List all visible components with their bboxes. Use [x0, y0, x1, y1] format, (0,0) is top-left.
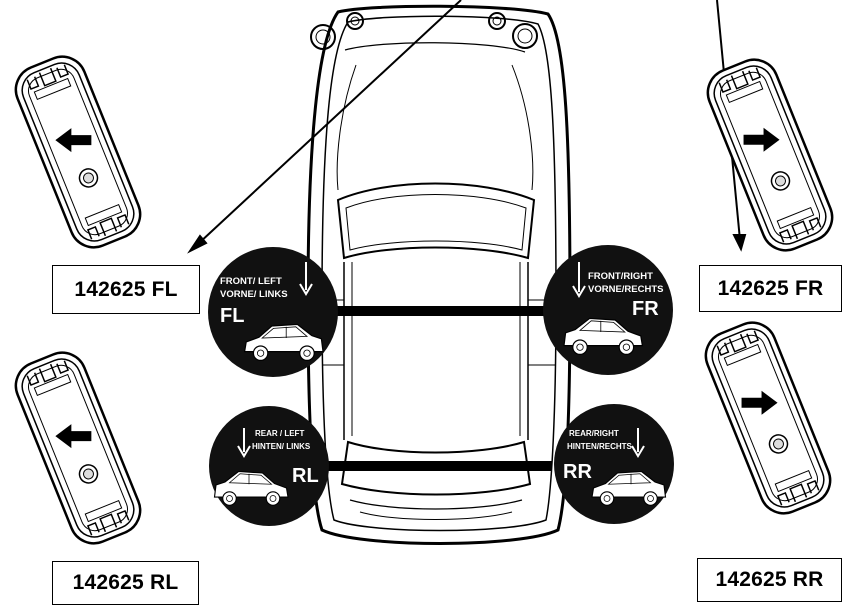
- badge-rear-left: REAR / LEFT HINTEN/ LINKS RL: [209, 406, 329, 526]
- part-label-rear-left: 142625 RL: [52, 561, 199, 605]
- bracket-front-left: [7, 48, 149, 256]
- badge-front-right: FRONT/RIGHT VORNE/RECHTS FR: [543, 245, 673, 375]
- badge-front-left: FRONT/ LEFT VORNE/ LINKS FL: [208, 247, 338, 377]
- bracket-rear-right: [697, 314, 839, 522]
- part-label-front-right: 142625 FR: [699, 265, 842, 312]
- badge-rr-line2: HINTEN/RECHTS: [567, 442, 633, 451]
- badge-fl-code: FL: [220, 305, 244, 327]
- badge-rr-code: RR: [563, 461, 592, 483]
- badge-rl-code: RL: [292, 465, 319, 487]
- badge-fl-line1: FRONT/ LEFT: [220, 276, 282, 287]
- badge-fr-line1: FRONT/RIGHT: [588, 271, 653, 282]
- badge-fr-line2: VORNE/RECHTS: [588, 284, 663, 295]
- bracket-front-right: [699, 51, 841, 259]
- part-label-rear-right: 142625 RR: [697, 558, 842, 602]
- badge-rr-line1: REAR/RIGHT: [569, 429, 619, 438]
- badge-rl-line1: REAR / LEFT: [255, 429, 304, 438]
- badge-rear-right: REAR/RIGHT HINTEN/RECHTS RR: [554, 404, 674, 524]
- bracket-rear-left: [7, 344, 149, 552]
- badge-fr-code: FR: [632, 298, 659, 320]
- front-connection-bar: [320, 306, 552, 316]
- car-top-view: [306, 4, 572, 545]
- badge-rl-line2: HINTEN/ LINKS: [252, 442, 311, 451]
- part-label-front-left: 142625 FL: [52, 265, 200, 314]
- badge-fl-line2: VORNE/ LINKS: [220, 289, 288, 300]
- rear-connection-bar: [320, 461, 552, 471]
